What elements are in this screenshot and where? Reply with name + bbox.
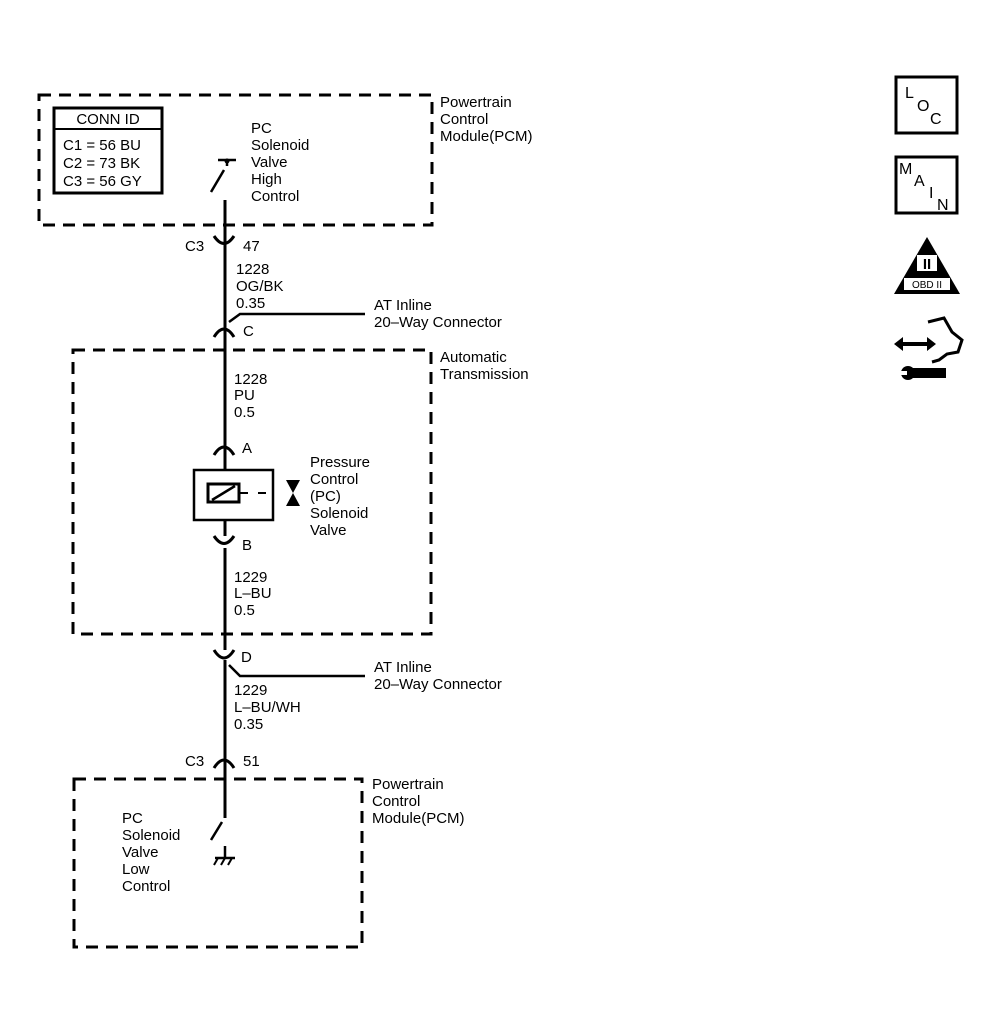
low-switch-label-line-3: Valve (122, 844, 158, 861)
conn-id-table: CONN ID C1 = 56 BU C2 = 73 BK C3 = 56 GY (52, 106, 164, 195)
pin-b-label: B (242, 537, 252, 554)
obd-roman-numeral: II (923, 256, 931, 273)
pcm-bottom-module: Powertrain Control Module(PCM) PC Soleno… (72, 768, 465, 949)
wire-bottom-size: 0.35 (234, 716, 263, 733)
conn-id-row-1: C1 = 56 BU (63, 137, 141, 154)
pcm-bottom-label-line-1: Powertrain (372, 776, 444, 793)
main-letter-m: M (899, 161, 912, 178)
wire-top-size: 0.35 (236, 295, 265, 312)
pcm-top-boundary (37, 93, 434, 227)
wire-top-circuit: 1228 (236, 261, 269, 278)
inline-connector-pin-c: C AT Inline 20–Way Connector (212, 297, 502, 340)
high-switch-label-line-4: High (251, 171, 282, 188)
pin-b-connector (212, 535, 236, 545)
obd-label: OBD II (912, 280, 942, 291)
pin-a-connector (212, 445, 236, 456)
automatic-transmission-module: Automatic Transmission 1228 PU 0.5 A Pre… (71, 337, 529, 650)
pcm-bottom-label-line-3: Module(PCM) (372, 810, 465, 827)
loc-letter-o: O (917, 98, 929, 115)
connector-wrench-icon[interactable] (894, 316, 964, 380)
conn-id-row-3: C3 = 56 GY (63, 173, 142, 190)
solenoid-label-line-4: Solenoid (310, 505, 368, 522)
connector-c3-top-pin: 47 (243, 238, 260, 255)
wire-top-color: OG/BK (236, 278, 284, 295)
high-switch-label-line-3: Valve (251, 154, 287, 171)
connector-c3-pin-51: C3 51 (185, 753, 260, 770)
solenoid-label-line-1: Pressure (310, 454, 370, 471)
connector-c3-top-name: C3 (185, 238, 204, 255)
low-switch-label-line-4: Low (122, 861, 150, 878)
inline-bottom-label-line-1: AT Inline (374, 659, 432, 676)
loc-letter-c: C (930, 111, 942, 128)
low-switch-label-line-2: Solenoid (122, 827, 180, 844)
wire-bottom-circuit: 1229 (234, 682, 267, 699)
pc-solenoid-valve-symbol (192, 468, 300, 522)
main-icon[interactable]: M A I N (894, 155, 959, 215)
wire-lower-size: 0.5 (234, 602, 255, 619)
transmission-label-line-2: Transmission (440, 366, 529, 383)
high-switch-label-line-1: PC (251, 120, 272, 137)
low-control-switch-symbol (209, 768, 235, 866)
pin-a-label: A (242, 440, 252, 457)
wire-lower-color: L–BU (234, 585, 272, 602)
inline-connector-pin-d: D AT Inline 20–Way Connector (212, 649, 502, 693)
pcm-top-label-line-3: Module(PCM) (440, 128, 533, 145)
conn-id-row-2: C2 = 73 BK (63, 155, 140, 172)
loc-icon[interactable]: L O C (894, 75, 959, 135)
main-letter-n: N (937, 197, 949, 214)
wire-bottom-color: L–BU/WH (234, 699, 301, 716)
inline-bottom-label-line-2: 20–Way Connector (374, 676, 502, 693)
high-switch-label-line-5: Control (251, 188, 299, 205)
low-switch-label-line-5: Control (122, 878, 170, 895)
transmission-label-line-1: Automatic (440, 349, 507, 366)
connector-c3-bottom-name: C3 (185, 753, 204, 770)
pcm-top-label-line-1: Powertrain (440, 94, 512, 111)
wire-lower-circuit: 1229 (234, 569, 267, 586)
connector-c3-pin-47: C3 47 (185, 235, 260, 255)
obd-ii-icon[interactable]: II OBD II (894, 237, 960, 294)
solenoid-label-line-3: (PC) (310, 488, 341, 505)
main-letter-i: I (929, 185, 933, 202)
inline-top-label-line-1: AT Inline (374, 297, 432, 314)
inline-top-label-line-2: 20–Way Connector (374, 314, 502, 331)
high-control-switch-symbol (209, 158, 236, 226)
main-letter-a: A (914, 173, 925, 190)
inline-bottom-pin: D (241, 649, 252, 666)
transmission-boundary (71, 348, 433, 636)
conn-id-title: CONN ID (76, 111, 140, 128)
low-switch-label-line-1: PC (122, 810, 143, 827)
high-switch-label-line-2: Solenoid (251, 137, 309, 154)
solenoid-label-line-2: Control (310, 471, 358, 488)
pcm-top-module: Powertrain Control Module(PCM) CONN ID C… (37, 93, 533, 227)
pcm-bottom-boundary (72, 777, 364, 949)
pcm-bottom-label-line-2: Control (372, 793, 420, 810)
wire-upper-color: PU (234, 387, 255, 404)
pcm-top-label-line-2: Control (440, 111, 488, 128)
wire-upper-size: 0.5 (234, 404, 255, 421)
solenoid-label-line-5: Valve (310, 522, 346, 539)
connector-c3-bottom-pin: 51 (243, 753, 260, 770)
loc-letter-l: L (905, 85, 914, 102)
inline-top-pin: C (243, 323, 254, 340)
wire-upper-circuit: 1228 (234, 371, 267, 388)
